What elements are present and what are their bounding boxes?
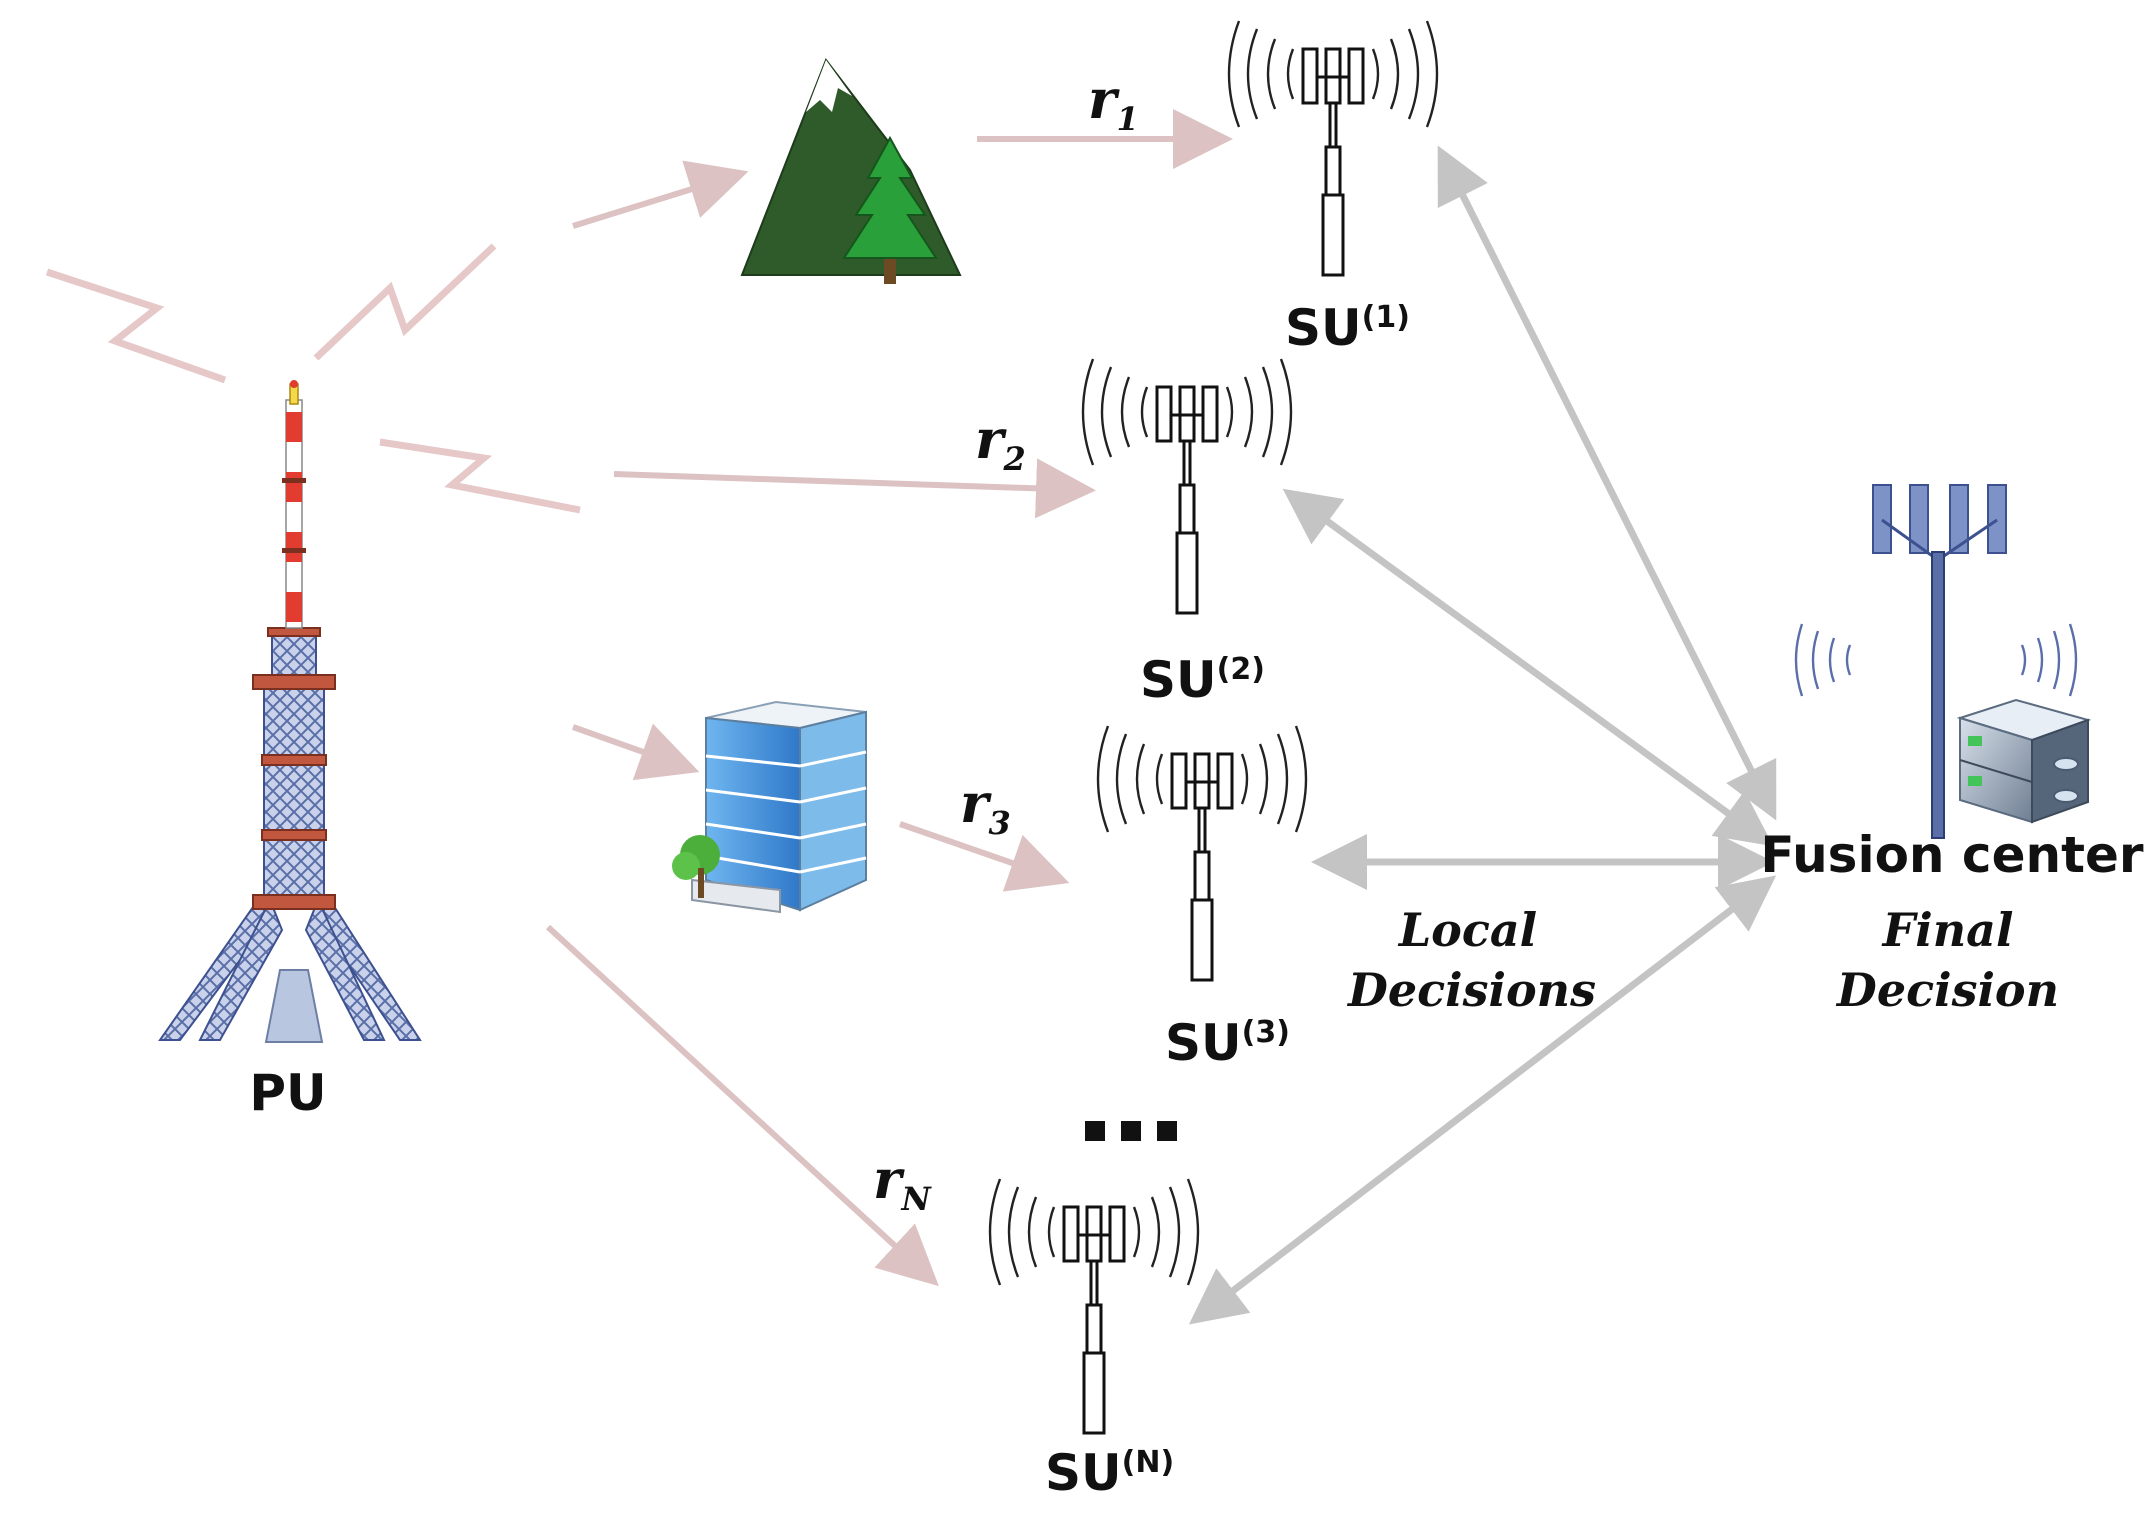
fusion-center-label: Fusion center	[1760, 826, 2143, 884]
arrow-pu-to-building	[571, 723, 700, 781]
lightning-bolts	[45, 243, 581, 514]
su2-label: SU(2)	[1140, 651, 1265, 709]
arrow-suN-fusion	[1188, 875, 1777, 1325]
final-decision-line1: Final	[1881, 903, 2014, 957]
arrow-pu-to-mountain	[572, 160, 749, 229]
lightning-bolt-3	[379, 438, 581, 514]
arrow-su1-fusion	[1437, 145, 1777, 821]
lightning-bolt-2	[313, 243, 497, 361]
local-decisions-line2: Decisions	[1346, 963, 1596, 1017]
su1-antenna-icon	[1227, 19, 1439, 277]
mountain-icon	[740, 57, 962, 276]
su3-antenna-icon	[1096, 724, 1308, 982]
suN-antenna-icon	[988, 1177, 1200, 1435]
final-decision-line2: Decision	[1835, 963, 2059, 1017]
base-station-server-icon	[1794, 484, 2092, 839]
building-icon	[672, 700, 867, 914]
r3-label: r3	[960, 771, 1011, 842]
su1-label: SU(1)	[1285, 299, 1410, 357]
rN-label: rN	[873, 1147, 932, 1218]
arrow-pu-to-suN	[545, 924, 939, 1287]
suN-label: SU(N)	[1045, 1444, 1174, 1502]
r1-label: r1	[1088, 67, 1139, 138]
r2-label: r2	[975, 407, 1026, 478]
tree-icon	[842, 135, 938, 284]
pu-label: PU	[249, 1064, 326, 1122]
arrow-building-to-su3	[899, 821, 1070, 892]
su3-label: SU(3)	[1165, 1014, 1290, 1072]
broadcast-tower-icon	[158, 380, 422, 1043]
lightning-bolt-1	[45, 268, 227, 384]
su2-antenna-icon	[1081, 357, 1293, 615]
arrow-pu-to-su2	[613, 458, 1096, 519]
signal-paths	[545, 109, 1233, 1287]
ellipsis-dots	[1085, 1121, 1177, 1141]
report-paths	[1188, 145, 1777, 1325]
local-decisions-line1: Local	[1397, 903, 1537, 957]
arrow-su2-fusion	[1282, 488, 1774, 847]
